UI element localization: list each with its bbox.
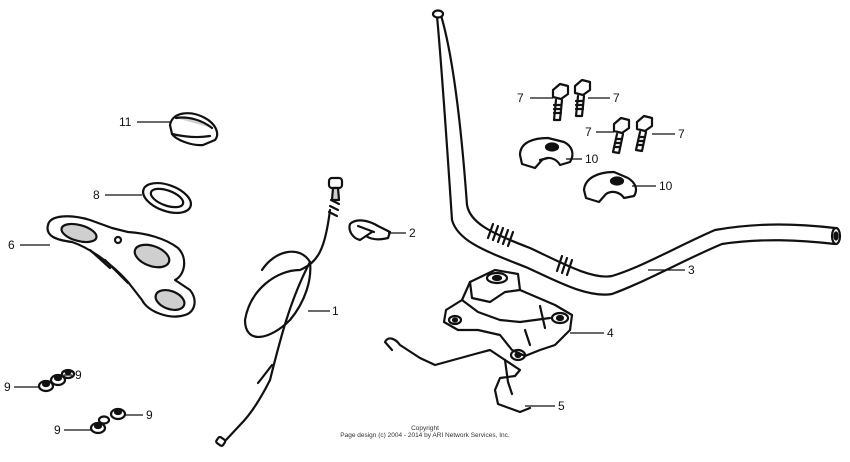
callout-9-b: 9 [75, 368, 82, 382]
nut-group-upper[interactable] [37, 368, 76, 393]
nut-group-lower[interactable] [89, 407, 127, 435]
top-bridge[interactable] [46, 215, 196, 318]
callout-9-c: 9 [54, 423, 61, 437]
bolt-2[interactable] [573, 78, 592, 118]
bolt-4[interactable] [634, 114, 654, 153]
clip[interactable] [348, 219, 392, 242]
callout-10-a: 10 [585, 152, 599, 166]
throttle-cable[interactable] [215, 176, 344, 447]
stem-cap[interactable] [168, 112, 219, 147]
callout-11: 11 [119, 115, 132, 129]
handlebar-lower-holder[interactable] [442, 268, 574, 362]
leader-lines [14, 97, 685, 431]
bolt-1[interactable] [551, 82, 570, 122]
washer[interactable] [139, 177, 195, 219]
callout-1: 1 [332, 304, 339, 318]
callout-7-b: 7 [613, 91, 620, 105]
callout-9-a: 9 [4, 380, 11, 394]
copyright-line-1: Copyright [411, 425, 439, 432]
upper-holder-left[interactable] [518, 136, 574, 170]
wire-bracket[interactable] [383, 337, 532, 414]
callout-4: 4 [607, 326, 614, 340]
callout-7-a: 7 [517, 91, 524, 105]
callout-10-b: 10 [659, 179, 673, 193]
callout-7-d: 7 [678, 127, 685, 141]
bolt-3[interactable] [611, 116, 631, 155]
callout-6: 6 [8, 238, 15, 252]
upper-holder-right[interactable] [582, 170, 638, 204]
handlebar[interactable] [431, 9, 842, 296]
callout-7-c: 7 [585, 125, 592, 139]
callout-9-d: 9 [146, 408, 153, 422]
callout-5: 5 [558, 399, 565, 413]
callout-3: 3 [688, 263, 695, 277]
callout-8: 8 [93, 188, 100, 202]
copyright-line-2: Page design (c) 2004 - 2014 by ARI Netwo… [340, 432, 510, 439]
copyright-notice: Copyright Page design (c) 2004 - 2014 by… [300, 425, 550, 439]
callout-2: 2 [409, 226, 416, 240]
